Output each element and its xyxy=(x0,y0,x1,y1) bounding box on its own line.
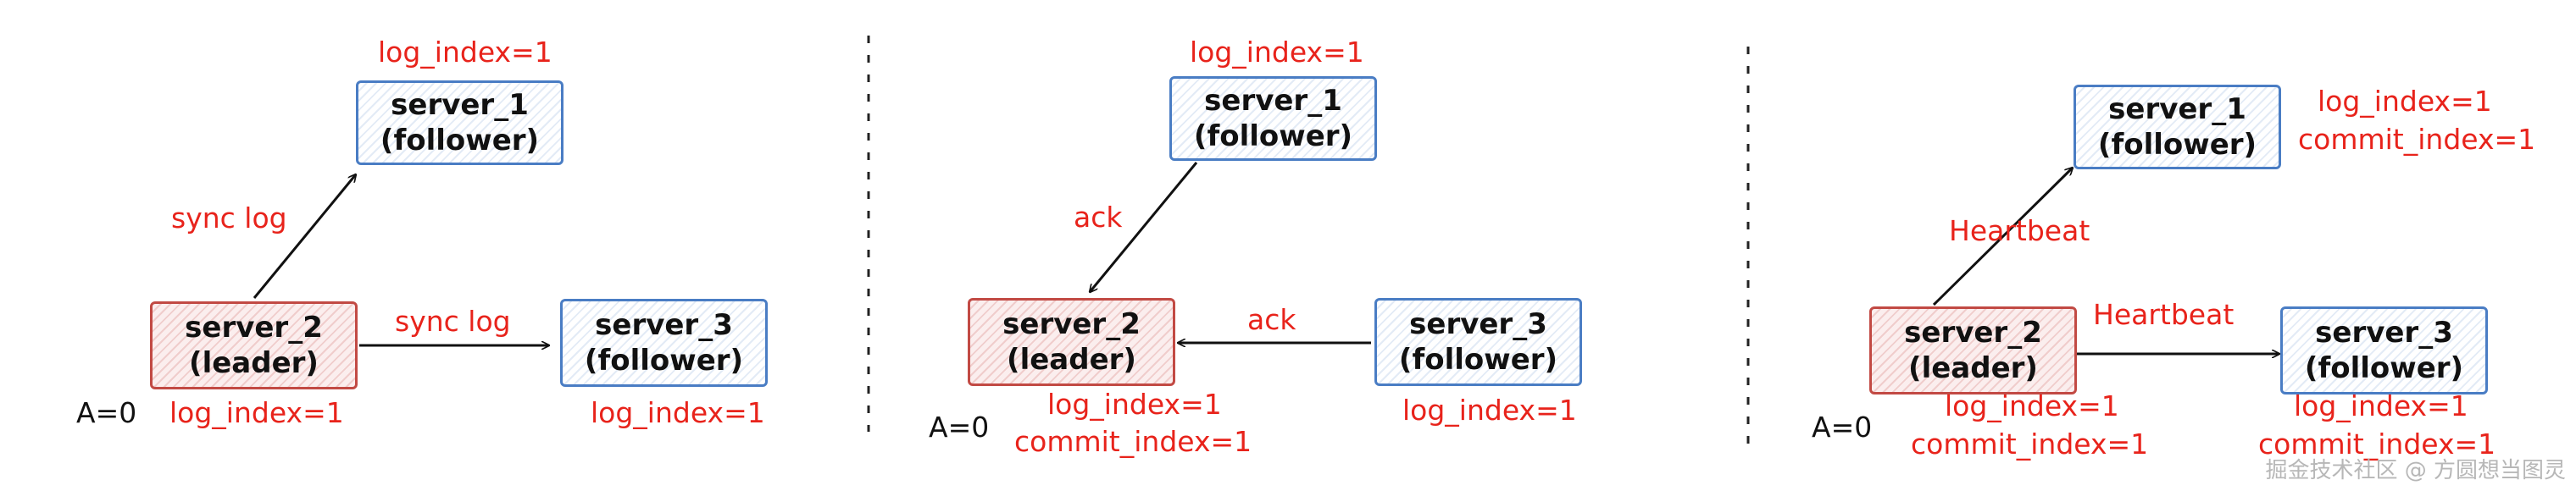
node-name: server_2 xyxy=(185,310,323,345)
p1-sync-log-label-up: sync log xyxy=(171,201,287,234)
node-role: (follower) xyxy=(1193,119,1353,153)
p2-server-1-follower: server_1 (follower) xyxy=(1169,76,1377,161)
p3-server-3-commit-index: commit_index=1 xyxy=(2258,428,2496,461)
p1-server-2-leader: server_2 (leader) xyxy=(150,301,358,389)
node-name: server_2 xyxy=(1002,306,1141,341)
node-name: server_2 xyxy=(1904,315,2042,350)
p1-sync-log-arrow-up xyxy=(253,174,356,299)
node-role: (follower) xyxy=(2097,128,2257,162)
p2-ack-label-diag: ack xyxy=(1074,201,1123,234)
p3-heartbeat-label-up: Heartbeat xyxy=(1949,214,2090,247)
p3-leader-log-index: log_index=1 xyxy=(1945,389,2119,422)
p1-server-1-log-index: log_index=1 xyxy=(378,36,552,69)
p1-sync-log-label-right: sync log xyxy=(395,305,511,338)
p3-leader-commit-index: commit_index=1 xyxy=(1911,428,2149,461)
p2-server-3-follower: server_3 (follower) xyxy=(1374,298,1582,386)
p1-leader-log-index: log_index=1 xyxy=(169,396,344,429)
p3-server-3-follower: server_3 (follower) xyxy=(2280,306,2488,394)
node-name: server_3 xyxy=(595,307,733,342)
node-role: (leader) xyxy=(1007,343,1136,377)
p3-server-1-log-index: log_index=1 xyxy=(2318,85,2492,118)
p3-leader-state: A=0 xyxy=(1812,411,1873,444)
p3-server-1-follower: server_1 (follower) xyxy=(2074,85,2281,169)
p3-heartbeat-label-right: Heartbeat xyxy=(2093,298,2235,331)
p1-server-3-follower: server_3 (follower) xyxy=(560,299,768,387)
p3-server-3-log-index: log_index=1 xyxy=(2294,389,2468,422)
p2-leader-log-index: log_index=1 xyxy=(1047,388,1222,421)
node-role: (follower) xyxy=(2304,351,2464,385)
watermark: 掘金技术社区 @ 方圆想当图灵 xyxy=(2265,458,2566,483)
p2-leader-state: A=0 xyxy=(929,411,990,444)
node-role: (follower) xyxy=(380,124,540,157)
p3-server-2-leader: server_2 (leader) xyxy=(1869,306,2077,394)
p1-server-1-follower: server_1 (follower) xyxy=(356,80,564,165)
p2-server-3-log-index: log_index=1 xyxy=(1402,394,1577,427)
p2-server-2-leader: server_2 (leader) xyxy=(968,298,1175,386)
p3-server-1-commit-index: commit_index=1 xyxy=(2298,123,2536,156)
node-role: (leader) xyxy=(189,346,319,380)
p2-ack-arrow-diag xyxy=(1090,162,1198,292)
p3-heartbeat-arrow-up xyxy=(1932,168,2073,306)
p2-ack-label-horiz: ack xyxy=(1247,303,1296,336)
node-role: (follower) xyxy=(1398,343,1558,377)
node-name: server_3 xyxy=(2315,315,2453,350)
node-name: server_1 xyxy=(391,87,529,122)
p1-leader-state: A=0 xyxy=(76,396,137,429)
node-name: server_1 xyxy=(2108,91,2246,126)
p1-server-3-log-index: log_index=1 xyxy=(591,396,765,429)
node-name: server_1 xyxy=(1204,83,1342,118)
p2-server-1-log-index: log_index=1 xyxy=(1190,36,1364,69)
node-role: (leader) xyxy=(1908,351,2038,385)
node-role: (follower) xyxy=(584,344,744,378)
node-name: server_3 xyxy=(1409,306,1547,341)
p2-leader-commit-index: commit_index=1 xyxy=(1014,425,1252,458)
